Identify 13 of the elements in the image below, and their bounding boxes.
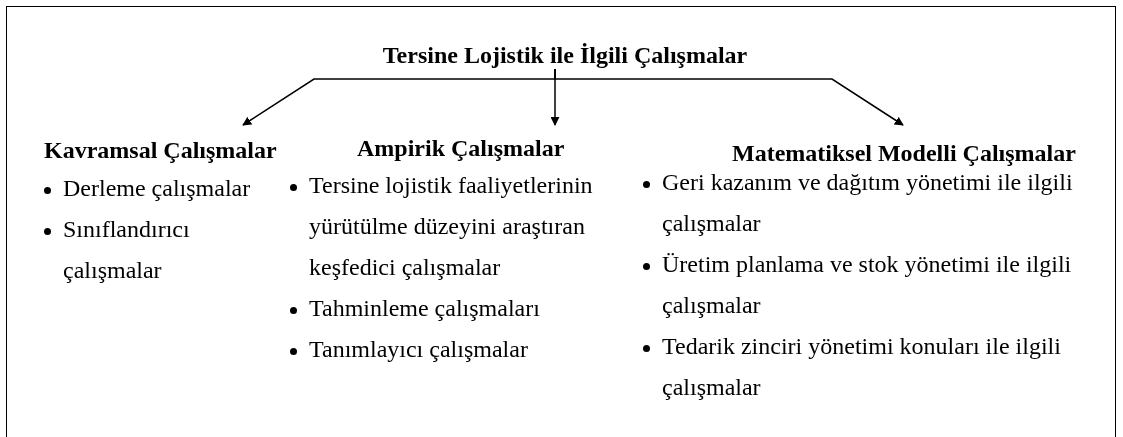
bullet-item: Geri kazanım ve dağıtım yönetimi ile ilgili çalışmalar <box>662 168 1073 238</box>
bullet-item: Tersine lojistik faaliyetlerinin yürütülme düzeyini araştıran keşfedici çalışmalar <box>309 171 594 282</box>
bullet-item: Derleme çalışmalar <box>63 174 252 203</box>
category-heading: Matematiksel Modelli Çalışmalar <box>731 139 1077 167</box>
category-heading: Ampirik Çalışmalar <box>356 134 566 162</box>
bullet-item: Tanımlayıcı çalışmalar <box>309 335 529 364</box>
bullet-item: Tahminleme çalışmaları <box>309 294 541 323</box>
diagram-heading: Tersine Lojistik ile İlgili Çalışmalar <box>382 41 748 69</box>
arrow <box>554 68 904 126</box>
bullet-item: Üretim planlama ve stok yönetimi ile ilgili çalışmalar <box>662 250 1073 320</box>
category-heading: Kavramsal Çalışmalar <box>44 136 278 164</box>
bullet-item: Sınıflandırıcı çalışmalar <box>63 215 191 285</box>
bullet-item: Tedarik zinciri yönetimi konuları ile ilgili çalışmalar <box>662 332 1062 402</box>
